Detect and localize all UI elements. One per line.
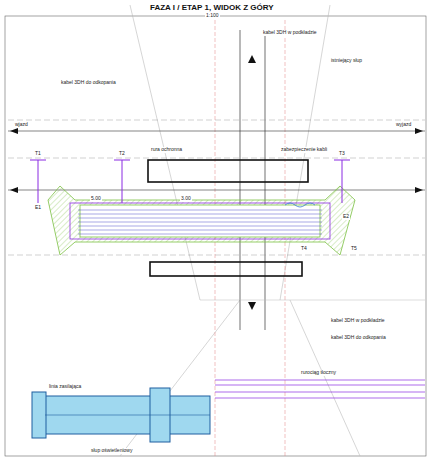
plan-label: istniejący słup [330,58,363,64]
plan-label: kabel 3DH do odkopania [330,335,387,341]
plan-label: 5.00 [90,196,102,202]
plan-label: 1:100 [205,13,220,19]
plan-label: zabezpieczenie kabli [280,147,328,153]
plan-label: T2 [118,151,126,157]
plan-label: T1 [34,151,42,157]
sheet-title: FAZA I / ETAP 1, WIDOK Z GÓRY [150,3,274,12]
plan-label: kabel 3DH w podkładzie [330,318,386,324]
plan-label: rurociąg tłoczny [300,370,337,376]
plan-label: linia zasilająca [48,384,82,390]
plan-label: T5 [350,246,358,252]
plan-label: 3.00 [180,196,192,202]
plan-label: E2 [342,214,350,220]
plan-label: rura ochronna [150,147,183,153]
plan-label: T4 [300,246,308,252]
plan-label: słup oświetleniowy [90,448,133,454]
plan-label: wjazd [14,122,29,128]
plan-label: E1 [34,205,42,211]
plan-label: kabel 3DH do odkopania [60,80,117,86]
plan-label: kabel 3DH w podkładzie [262,30,318,36]
plan-label: wyjazd [395,122,412,128]
plan-label: T3 [338,151,346,157]
